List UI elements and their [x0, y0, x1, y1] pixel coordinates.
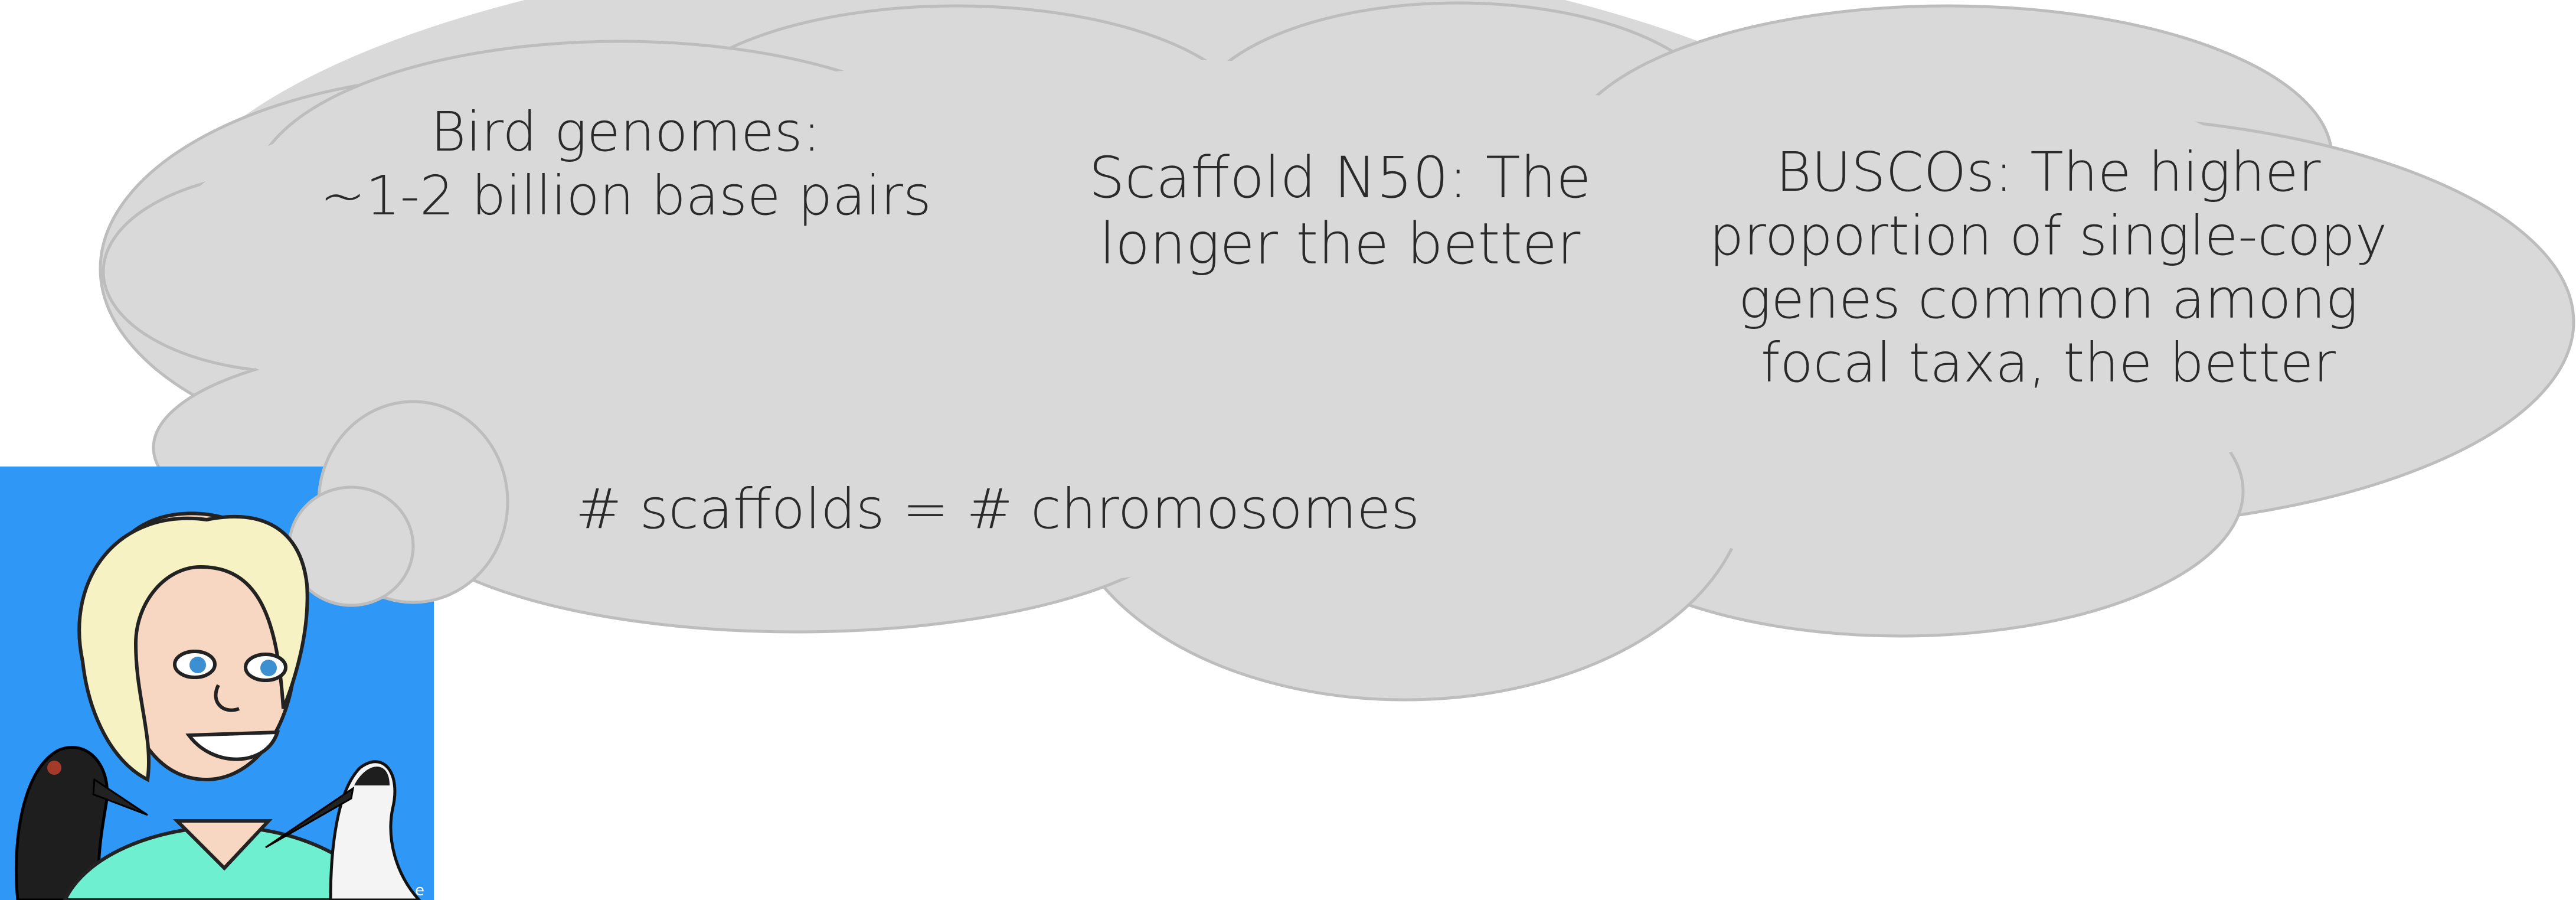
- left-bird-illustration: [15, 746, 148, 900]
- scaffold-chromosome-note: # scaffolds = # chromosomes: [575, 477, 1420, 542]
- busco-line-3: genes common among: [1738, 268, 2358, 331]
- artist-signature: e: [415, 882, 424, 899]
- genome-size-line-1: Bird genomes:: [430, 100, 821, 164]
- thought-cloud: [99, 0, 2575, 702]
- busco-line-4: focal taxa, the better: [1761, 331, 2336, 394]
- busco-line-1: BUSCOs: The higher: [1776, 141, 2321, 204]
- genome-size-line-2: ~1-2 billion base pairs: [320, 164, 931, 227]
- genome-size-note: Bird genomes: ~1-2 billion base pairs: [260, 100, 992, 227]
- scaffold-n50-line-1: Scaffold N50: The: [1088, 145, 1591, 211]
- right-bird-illustration: [265, 760, 421, 900]
- scaffold-n50-note: Scaffold N50: The longer the better: [1003, 145, 1676, 278]
- scaffold-n50-line-2: longer the better: [1099, 211, 1581, 278]
- scientist-illustration: [63, 511, 386, 900]
- busco-line-2: proportion of single-copy: [1709, 204, 2388, 268]
- small-thought-bubbles: [287, 400, 509, 607]
- busco-note: BUSCOs: The higher proportion of single-…: [1688, 141, 2408, 395]
